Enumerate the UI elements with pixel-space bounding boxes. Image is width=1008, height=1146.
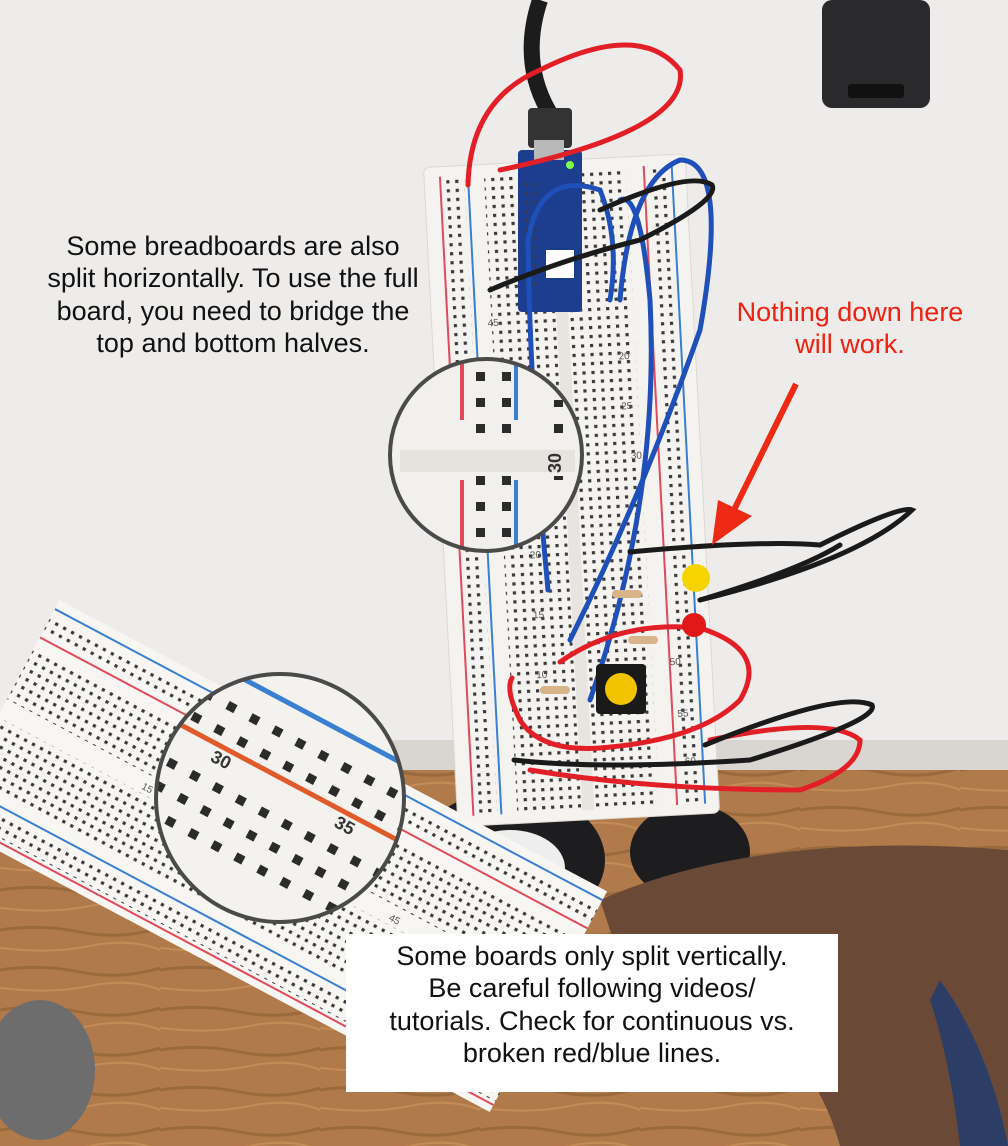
wires: [465, 42, 917, 793]
caption-line: split horizontally. To use the full: [47, 263, 419, 294]
magnifier-circle: 30: [388, 357, 584, 553]
usb-hub: [822, 0, 930, 108]
row-label: 15: [533, 610, 545, 622]
usb-cable: [523, 0, 556, 150]
resistor: [628, 636, 658, 644]
gray-shoe: [0, 1000, 95, 1140]
resistor: [612, 590, 642, 598]
caption-line: will work.: [795, 329, 905, 360]
caption-line: broken red/blue lines.: [462, 1038, 722, 1069]
caption-vertical-split: Some boards only split vertically. Be ca…: [346, 934, 838, 1092]
caption-line: Nothing down here: [736, 297, 964, 327]
caption-line: tutorials. Check for continuous vs.: [389, 1005, 795, 1036]
caption-line: Some breadboards are also: [66, 231, 400, 261]
row-label: 45: [487, 318, 499, 330]
caption-warning: Nothing down here will work.: [700, 296, 1000, 361]
row-label: 50: [669, 657, 681, 669]
row-label: 25: [621, 401, 633, 413]
yellow-led: [682, 564, 710, 592]
resistor: [540, 686, 570, 694]
caption-line: Some boards only split vertically.: [396, 941, 788, 971]
components: [540, 564, 710, 714]
row-label: 30: [631, 450, 643, 462]
row-label: 10: [536, 670, 548, 682]
caption-horizontal-split: Some breadboards are also split horizont…: [8, 230, 458, 360]
row-label: 45: [387, 913, 402, 928]
magnifier-circle: 30 35: [154, 672, 406, 924]
arrow-icon: [712, 382, 799, 545]
zoom-row-label: 30: [545, 453, 565, 473]
row-label: 20: [530, 550, 542, 562]
caption-line: top and bottom halves.: [96, 328, 370, 359]
row-label: 15: [139, 781, 154, 796]
row-label: 20: [618, 351, 630, 363]
caption-line: board, you need to bridge the: [56, 295, 410, 326]
red-led: [682, 613, 706, 637]
caption-line: Be careful following videos/: [428, 973, 756, 1004]
row-label: 55: [677, 708, 689, 720]
